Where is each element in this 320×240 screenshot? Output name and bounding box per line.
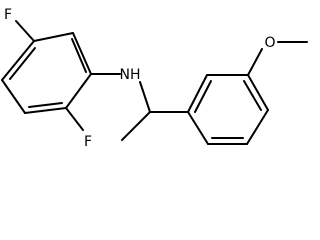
bond [247, 48, 263, 76]
bond [187, 111, 209, 145]
oxygen-label: O [264, 35, 275, 51]
bond [15, 20, 35, 42]
bond [71, 38, 87, 73]
bond [121, 111, 151, 141]
fluorine-label-top: F [4, 7, 12, 23]
bond [1, 40, 35, 81]
bond [72, 32, 92, 75]
structure-canvas: F F NH O [1, 7, 308, 150]
bond [139, 81, 151, 113]
bond [9, 47, 36, 80]
bond [246, 109, 269, 145]
bond [247, 74, 269, 111]
bond [33, 32, 74, 42]
bond [24, 107, 67, 114]
bond [1, 79, 26, 114]
difluorophenyl-ring [1, 20, 121, 131]
amine-label: NH [120, 67, 141, 83]
bond [243, 80, 262, 111]
bond [65, 73, 92, 109]
bond [65, 107, 84, 131]
methoxyphenyl-ring [187, 41, 308, 145]
fluorine-label-bottom: F [84, 134, 92, 150]
bond [194, 80, 212, 113]
bond [187, 74, 208, 113]
chemical-structure-diagram: F F NH O [1, 7, 308, 150]
bond [28, 102, 63, 108]
ethyl-linker [121, 81, 189, 141]
